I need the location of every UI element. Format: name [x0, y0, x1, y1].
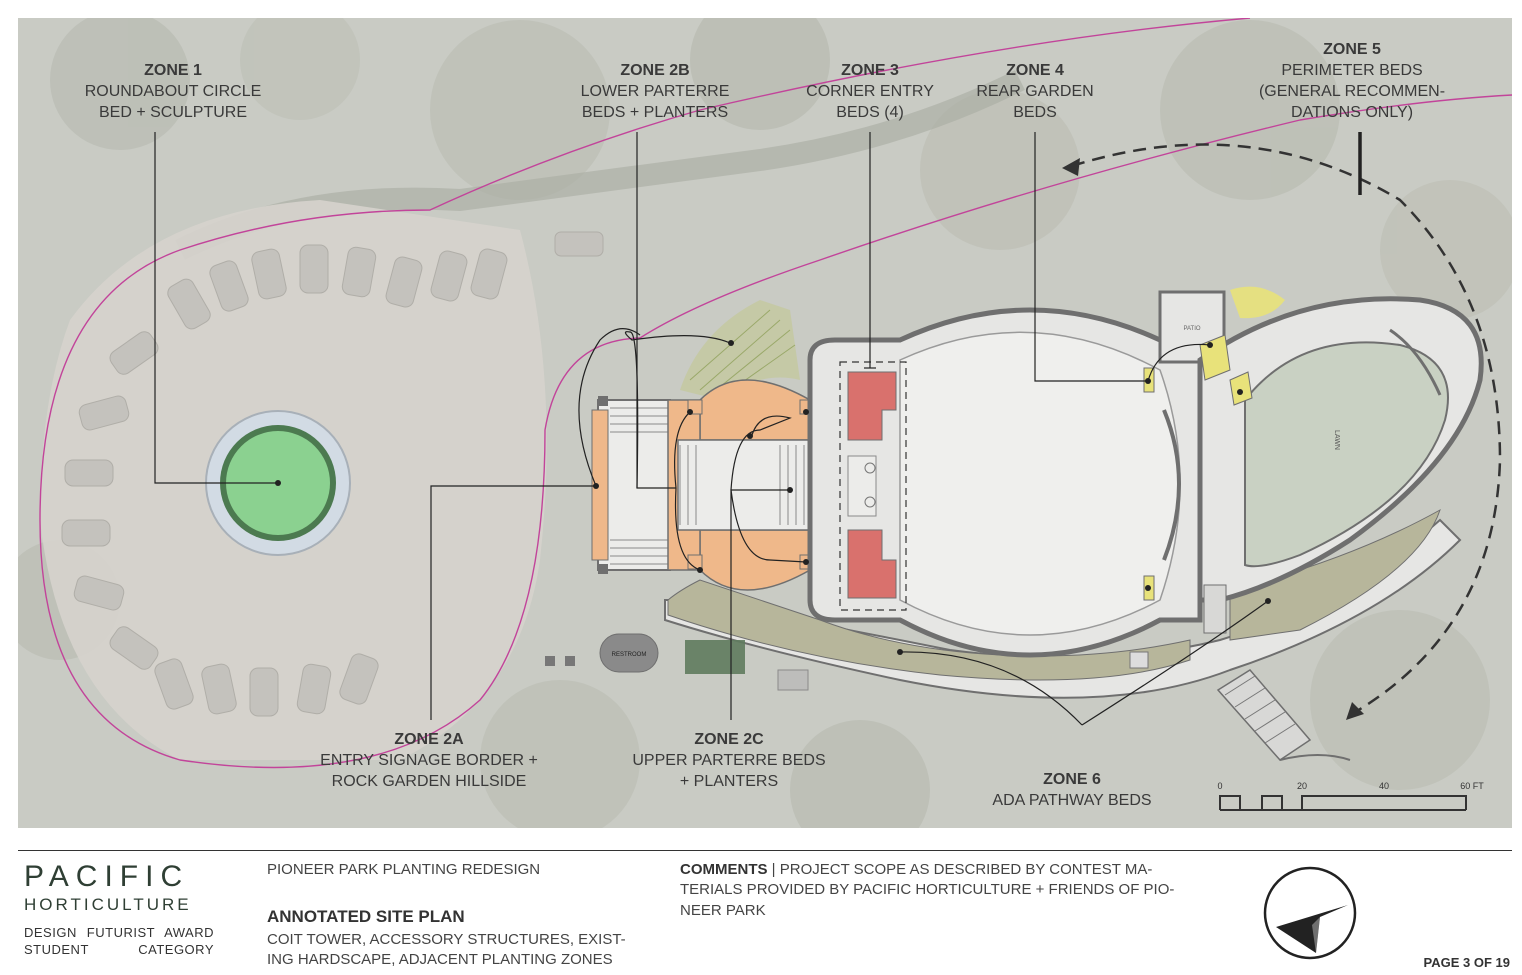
- footer-divider: [18, 850, 1512, 851]
- zone-2a-label: ZONE 2A ENTRY SIGNAGE BORDER + ROCK GARD…: [291, 729, 567, 792]
- award-line-1: DESIGN FUTURIST AWARD: [24, 925, 214, 940]
- comments-line-1: COMMENTS | PROJECT SCOPE AS DESCRIBED BY…: [680, 860, 1152, 880]
- zone-5-desc-1: PERIMETER BEDS: [1281, 62, 1423, 79]
- lawn-label: LAWN: [1333, 430, 1340, 450]
- zone-1-label: ZONE 1 ROUNDABOUT CIRCLE BED + SCULPTURE: [45, 60, 301, 123]
- patio-label: PATIO: [1183, 326, 1200, 332]
- leader-lines: [154, 132, 1362, 726]
- scale-tick-40: 40: [1379, 781, 1389, 791]
- scale-tick-20: 20: [1297, 781, 1307, 791]
- zone-2b-desc-1: LOWER PARTERRE: [580, 83, 730, 100]
- site-boundary-line: [39, 18, 1251, 769]
- zone-5-label: ZONE 5 PERIMETER BEDS (GENERAL RECOMMEN-…: [1244, 39, 1460, 123]
- site-plan-drawing: PATIO LAWN RESTROOM: [18, 18, 1512, 828]
- zone-2b-desc-2: BEDS + PLANTERS: [581, 104, 729, 121]
- rock-garden-hillside: [680, 300, 800, 400]
- zone-1-title: ZONE 1: [144, 62, 202, 79]
- accessory-structure: [685, 640, 745, 674]
- zone-6-desc-1: ADA PATHWAY BEDS: [992, 792, 1152, 809]
- zone-4-title: ZONE 4: [1006, 62, 1064, 79]
- zone-6-label: ZONE 6 ADA PATHWAY BEDS: [964, 769, 1180, 811]
- restroom-building: [599, 633, 659, 673]
- lawn-area: [1244, 341, 1449, 568]
- zone-2b-label: ZONE 2B LOWER PARTERRE BEDS + PLANTERS: [527, 60, 783, 123]
- zone-5-desc-3: DATIONS ONLY): [1290, 104, 1414, 121]
- south-stairs: [1203, 584, 1351, 761]
- comments-label: COMMENTS: [680, 861, 768, 878]
- parterre-beds: [667, 379, 815, 591]
- zone-3-title: ZONE 3: [841, 62, 899, 79]
- entry-stairs: [591, 396, 671, 574]
- zone-2a-desc-1: ENTRY SIGNAGE BORDER +: [320, 752, 538, 769]
- sheet-title: ANNOTATED SITE PLAN: [267, 907, 465, 926]
- north-arrow-icon: [1263, 866, 1357, 960]
- comments-line-2: TERIALS PROVIDED BY PACIFIC HORTICULTURE…: [680, 881, 1175, 898]
- zone-2a-desc-2: ROCK GARDEN HILLSIDE: [331, 773, 527, 790]
- site-boundary-line-east: [639, 94, 1512, 339]
- comments-text-1: PROJECT SCOPE AS DESCRIBED BY CONTEST MA…: [779, 861, 1153, 878]
- scale-bar: 0 20 40 60 FT: [1217, 781, 1484, 811]
- zone-5-desc-2: (GENERAL RECOMMEN-: [1258, 83, 1446, 100]
- sheet-desc-2: ING HARDSCAPE, ADJACENT PLANTING ZONES: [267, 951, 613, 968]
- sheet-desc-1: COIT TOWER, ACCESSORY STRUCTURES, EXIST-: [267, 931, 626, 948]
- scale-tick-0: 0: [1217, 781, 1222, 791]
- zone-1-desc-1: ROUNDABOUT CIRCLE: [84, 83, 262, 100]
- zone-2c-desc-1: UPPER PARTERRE BEDS: [632, 752, 826, 769]
- page-number: PAGE 3 OF 19: [1423, 955, 1510, 970]
- zone-3-label: ZONE 3 CORNER ENTRY BEDS (4): [782, 60, 958, 123]
- zone-2c-desc-2: + PLANTERS: [679, 773, 779, 790]
- zone-6-title: ZONE 6: [1043, 771, 1101, 788]
- zone-4-label: ZONE 4 REAR GARDEN BEDS: [947, 60, 1123, 123]
- brand-subname: HORTICULTURE: [24, 895, 192, 914]
- zone-5-title: ZONE 5: [1323, 41, 1381, 58]
- scale-tick-60: 60 FT: [1460, 781, 1484, 791]
- leader-dots: [275, 340, 1271, 655]
- brand-name: PACIFIC: [24, 860, 190, 893]
- zone-2b-title: ZONE 2B: [620, 62, 690, 79]
- award-line-2: STUDENT CATEGORY: [24, 942, 214, 957]
- zone-1-desc-2: BED + SCULPTURE: [98, 104, 248, 121]
- comments-line-3: NEER PARK: [680, 902, 766, 919]
- parked-cars: [61, 231, 604, 717]
- arrowhead-icon: [1346, 702, 1364, 720]
- comments-separator: |: [767, 861, 780, 878]
- zone-2c-label: ZONE 2C UPPER PARTERRE BEDS + PLANTERS: [601, 729, 857, 792]
- zone-4-desc-1: REAR GARDEN: [976, 83, 1094, 100]
- zone-3-desc-1: CORNER ENTRY: [806, 83, 934, 100]
- zone-5-perimeter-arrow: [1071, 143, 1502, 716]
- zone-4-desc-2: BEDS: [1013, 104, 1057, 121]
- arrowhead-icon: [1062, 158, 1080, 176]
- ada-pathway-beds: [667, 579, 1191, 681]
- corner-entry-beds: [839, 361, 907, 611]
- zone-3-desc-2: BEDS (4): [836, 104, 904, 121]
- zone-2c-title: ZONE 2C: [694, 731, 764, 748]
- project-name: PIONEER PARK PLANTING REDESIGN: [267, 861, 541, 878]
- restroom-label: RESTROOM: [612, 652, 647, 658]
- zone-2a-title: ZONE 2A: [394, 731, 464, 748]
- site-plan-panel: PATIO LAWN RESTROOM: [18, 18, 1512, 828]
